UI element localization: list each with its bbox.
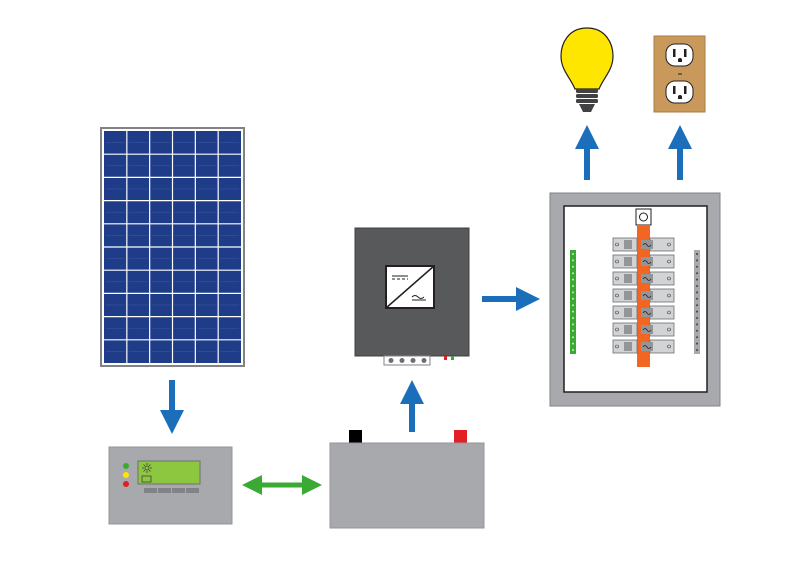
main-breaker	[635, 208, 652, 226]
breaker-switch	[612, 254, 675, 269]
ground-terminal-strip	[694, 250, 700, 354]
breaker-switch	[612, 322, 675, 337]
breaker-switch	[612, 237, 675, 252]
charge-controller-icon	[108, 446, 233, 525]
controller-buttons	[144, 488, 199, 493]
solar-panel-icon	[100, 127, 245, 367]
lower-receptacle	[665, 80, 694, 104]
battery-icon	[329, 430, 485, 529]
breaker-switch	[612, 271, 675, 286]
battery-positive-terminal	[454, 430, 467, 443]
neutral-terminal-strip	[570, 250, 576, 354]
upper-receptacle	[665, 43, 694, 67]
outlet-icon	[653, 35, 706, 113]
battery-negative-terminal	[349, 430, 362, 443]
sun-icon	[142, 463, 152, 473]
breaker-switch	[612, 339, 675, 354]
inverter-connectors	[383, 355, 454, 366]
battery-indicator-icon	[141, 475, 152, 483]
breaker-switch	[612, 288, 675, 303]
inverter-icon	[354, 227, 470, 366]
lcd-screen	[137, 460, 201, 485]
breaker-switch	[612, 305, 675, 320]
led-green-icon	[123, 463, 129, 469]
dc-ac-symbol-icon	[385, 265, 435, 309]
led-red-icon	[123, 481, 129, 487]
light-bulb-icon	[560, 27, 614, 112]
breaker-panel-icon	[549, 192, 721, 407]
led-yellow-icon	[123, 472, 129, 478]
